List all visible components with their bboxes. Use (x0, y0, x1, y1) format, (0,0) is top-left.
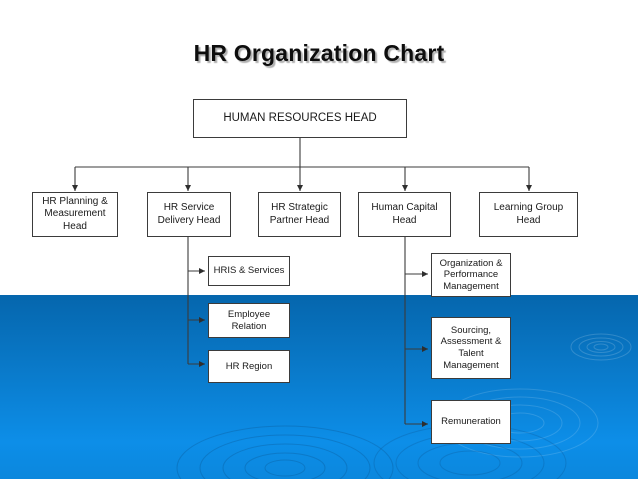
node-hr-region[interactable]: HR Region (208, 350, 290, 383)
node-learning-group-head[interactable]: Learning Group Head (479, 192, 578, 237)
node-label: HR Region (225, 360, 273, 372)
node-label: HR Strategic Partner Head (269, 202, 330, 226)
node-human-resources-head[interactable]: HUMAN RESOURCES HEAD (193, 99, 407, 138)
water-background (0, 295, 638, 479)
node-sourcing-assessment-talent-management[interactable]: Sourcing, Assessment & Talent Management (431, 317, 511, 379)
node-hr-planning-measurement-head[interactable]: HR Planning & Measurement Head (32, 192, 118, 237)
node-label: HRIS & Services (213, 265, 285, 277)
node-hr-strategic-partner-head[interactable]: HR Strategic Partner Head (258, 192, 341, 237)
node-organization-performance-management[interactable]: Organization & Performance Management (431, 253, 511, 297)
node-human-capital-head[interactable]: Human Capital Head (358, 192, 451, 237)
ripple-decoration (176, 333, 632, 479)
node-label: Human Capital Head (371, 202, 438, 226)
node-label: HR Service Delivery Head (157, 202, 221, 226)
node-label: Employee Relation (227, 308, 271, 332)
node-hr-service-delivery-head[interactable]: HR Service Delivery Head (147, 192, 231, 237)
node-label: HUMAN RESOURCES HEAD (223, 112, 377, 125)
node-remuneration[interactable]: Remuneration (431, 400, 511, 444)
node-label: Learning Group Head (493, 202, 564, 226)
node-hris-and-services[interactable]: HRIS & Services (208, 256, 290, 286)
page-title: HR Organization Chart (193, 40, 445, 66)
node-label: Sourcing, Assessment & Talent Management (440, 324, 502, 371)
node-label: Organization & Performance Management (439, 257, 503, 292)
node-label: HR Planning & Measurement Head (42, 196, 108, 232)
node-employee-relation[interactable]: Employee Relation (208, 303, 290, 338)
node-label: Remuneration (441, 416, 501, 428)
